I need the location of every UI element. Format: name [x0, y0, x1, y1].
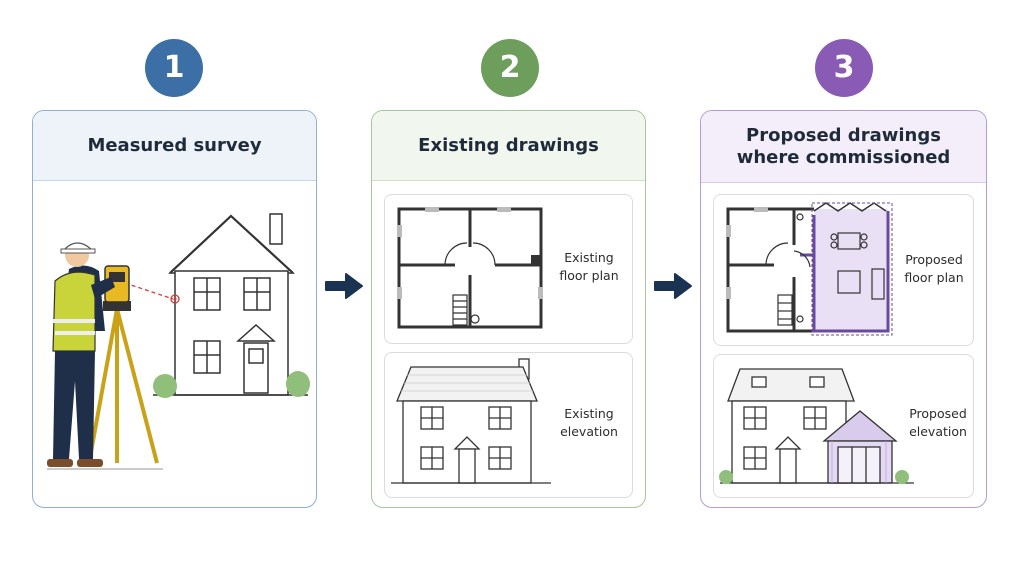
right-arrow-icon	[325, 273, 363, 299]
existing-drawings-title: Existing drawings	[372, 111, 645, 181]
existing-elevation-label-line1: Existing	[564, 406, 614, 421]
house-elevation-icon	[391, 358, 551, 484]
step-1-badge: 1	[145, 39, 203, 97]
measured-survey-title: Measured survey	[33, 111, 316, 181]
existing-elevation-card: Existing elevation	[384, 352, 633, 498]
existing-drawings-panel: Existing drawings	[371, 110, 646, 508]
proposed-elevation-label-line1: Proposed	[909, 406, 967, 421]
proposed-elevation-card: Proposed elevation	[713, 354, 974, 498]
proposed-drawings-title-line1: Proposed drawings	[746, 124, 941, 146]
proposed-floor-plan-label-line1: Proposed	[905, 252, 963, 267]
proposed-floor-plan-card: Proposed floor plan	[713, 194, 974, 346]
proposed-floor-plan-icon	[726, 202, 893, 336]
step-3-badge: 3	[815, 39, 873, 97]
existing-floor-plan-label-line1: Existing	[564, 250, 614, 265]
proposed-elevation-label-line2: elevation	[909, 424, 967, 439]
measured-survey-panel: Measured survey	[32, 110, 317, 508]
proposed-house-elevation-icon	[719, 368, 914, 484]
proposed-drawings-title-line2: where commissioned	[736, 146, 951, 168]
step-2-badge: 2	[481, 39, 539, 97]
existing-floor-plan-card: Existing floor plan	[384, 194, 633, 344]
surveyor-with-total-station-icon	[47, 242, 159, 467]
proposed-floor-plan-label-line2: floor plan	[904, 270, 964, 285]
survey-illustration	[47, 213, 310, 470]
proposed-drawings-panel: Proposed drawings where commissioned	[700, 110, 987, 508]
house-icon	[153, 213, 308, 396]
proposed-drawings-title: Proposed drawings where commissioned	[701, 111, 986, 183]
floor-plan-icon	[397, 207, 543, 329]
existing-floor-plan-label-line2: floor plan	[559, 268, 619, 283]
existing-elevation-label-line2: elevation	[560, 424, 618, 439]
right-arrow-icon	[654, 273, 692, 299]
